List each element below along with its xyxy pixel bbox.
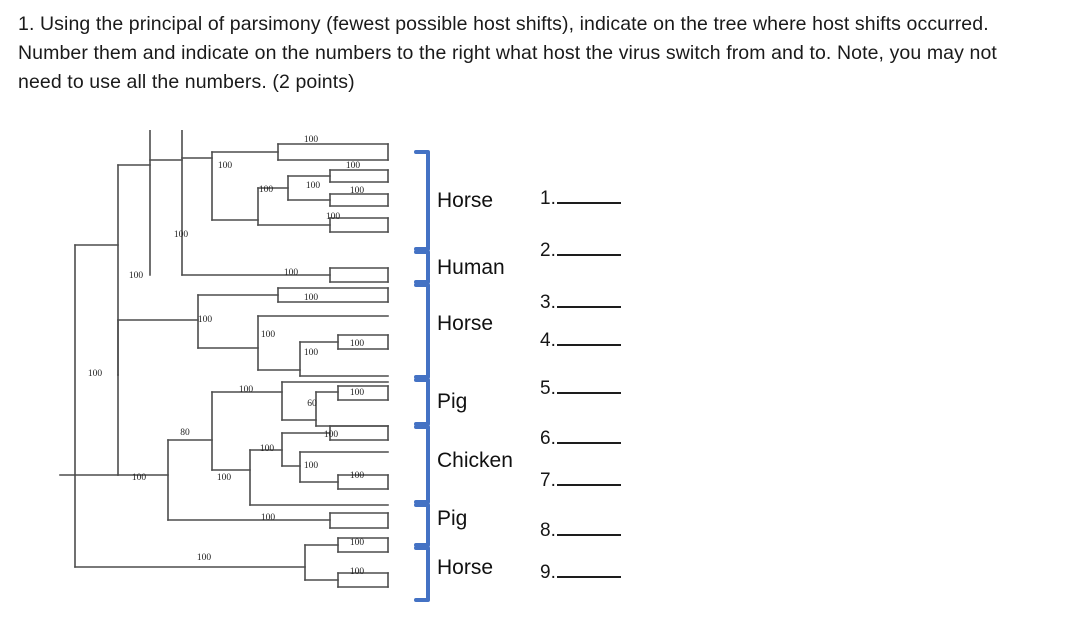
- bootstrap-value: 100: [306, 181, 321, 191]
- answer-blank-line[interactable]: [556, 472, 621, 486]
- answer-blank-line[interactable]: [556, 380, 621, 394]
- answer-blank-number: 8.: [540, 520, 556, 541]
- bootstrap-value: 60: [307, 399, 317, 409]
- host-group-label: Human: [437, 256, 505, 279]
- answer-blank-row[interactable]: 9.: [540, 562, 621, 584]
- bootstrap-value: 100: [326, 212, 341, 222]
- phylogenetic-tree-figure: 100 100 100 100 100 100 100 100 100 100 100 100 100 1…: [0, 130, 1091, 636]
- bootstrap-value: 100: [284, 268, 299, 278]
- answer-blank-line[interactable]: [556, 430, 621, 444]
- answer-blank-row[interactable]: 8.: [540, 520, 621, 542]
- bootstrap-value: 100: [261, 513, 276, 523]
- bootstrap-value: 100: [350, 567, 365, 577]
- tree-branches: [59, 130, 389, 588]
- answer-blank-number: 9.: [540, 562, 556, 583]
- answer-blank-line[interactable]: [556, 522, 621, 536]
- bootstrap-value: 100: [324, 430, 339, 440]
- bootstrap-value: 100: [350, 186, 365, 196]
- answer-blank-line[interactable]: [556, 190, 621, 204]
- bootstrap-value: 100: [129, 271, 144, 281]
- bootstrap-value: 100: [260, 444, 275, 454]
- bootstrap-value: 100: [304, 135, 319, 145]
- tree-svg: 100 100 100 100 100 100 100 100 100 100 100 100 100 1…: [59, 130, 430, 602]
- answer-blank-row[interactable]: 6.: [540, 428, 621, 450]
- host-group-brackets-layer: [414, 150, 430, 602]
- host-group-bracket: [414, 546, 430, 602]
- bootstrap-value: 100: [197, 553, 212, 563]
- answer-blank-line[interactable]: [556, 564, 621, 578]
- bootstrap-value: 100: [217, 473, 232, 483]
- bootstrap-value: 100: [218, 161, 233, 171]
- bootstrap-values-layer: 100 100 100 100 100 100 100 100 100 100 100 100 100 1…: [88, 135, 365, 577]
- answer-blank-line[interactable]: [556, 332, 621, 346]
- host-group-bracket: [414, 150, 430, 251]
- answer-blank-number: 3.: [540, 292, 556, 313]
- bootstrap-value: 100: [304, 348, 319, 358]
- bootstrap-value: 100: [174, 230, 189, 240]
- host-group-label: Pig: [437, 507, 468, 530]
- answer-blank-line[interactable]: [556, 242, 621, 256]
- bootstrap-value: 100: [304, 461, 319, 471]
- host-group-label: Chicken: [437, 449, 513, 472]
- answer-blank-number: 7.: [540, 470, 556, 491]
- answer-blank-number: 2.: [540, 240, 556, 261]
- bootstrap-value: 100: [88, 369, 103, 379]
- bootstrap-value: 100: [346, 161, 361, 171]
- host-group-label: Horse: [437, 312, 494, 335]
- answer-blank-row[interactable]: 3.: [540, 292, 621, 314]
- answer-blank-number: 1.: [540, 188, 556, 209]
- host-group-bracket: [414, 283, 430, 379]
- bootstrap-value: 100: [198, 315, 213, 325]
- question-prompt: 1. Using the principal of parsimony (few…: [18, 13, 997, 93]
- bootstrap-value: 100: [350, 538, 365, 548]
- host-group-bracket: [414, 503, 430, 547]
- bootstrap-value: 80: [180, 428, 190, 438]
- host-group-bracket: [414, 378, 430, 426]
- answer-blank-row[interactable]: 2.: [540, 240, 621, 262]
- bootstrap-value: 100: [304, 293, 319, 303]
- answer-blank-row[interactable]: 5.: [540, 378, 621, 400]
- answer-blank-row[interactable]: 4.: [540, 330, 621, 352]
- bootstrap-value: 100: [350, 471, 365, 481]
- bootstrap-value: 100: [261, 330, 276, 340]
- bootstrap-value: 100: [350, 388, 365, 398]
- answer-blank-line[interactable]: [556, 294, 621, 308]
- bootstrap-value: 100: [350, 339, 365, 349]
- answer-blank-number: 6.: [540, 428, 556, 449]
- answer-blank-row[interactable]: 1.: [540, 188, 621, 210]
- host-group-label: Pig: [437, 390, 468, 413]
- host-group-bracket: [414, 425, 430, 504]
- bootstrap-value: 100: [132, 473, 147, 483]
- answer-blank-number: 4.: [540, 330, 556, 351]
- answer-blank-row[interactable]: 7.: [540, 470, 621, 492]
- answer-blank-number: 5.: [540, 378, 556, 399]
- bootstrap-value: 100: [259, 185, 274, 195]
- bootstrap-value: 100: [239, 385, 254, 395]
- host-group-bracket: [414, 250, 430, 284]
- host-group-label: Horse: [437, 189, 494, 212]
- host-group-label: Horse: [437, 556, 494, 579]
